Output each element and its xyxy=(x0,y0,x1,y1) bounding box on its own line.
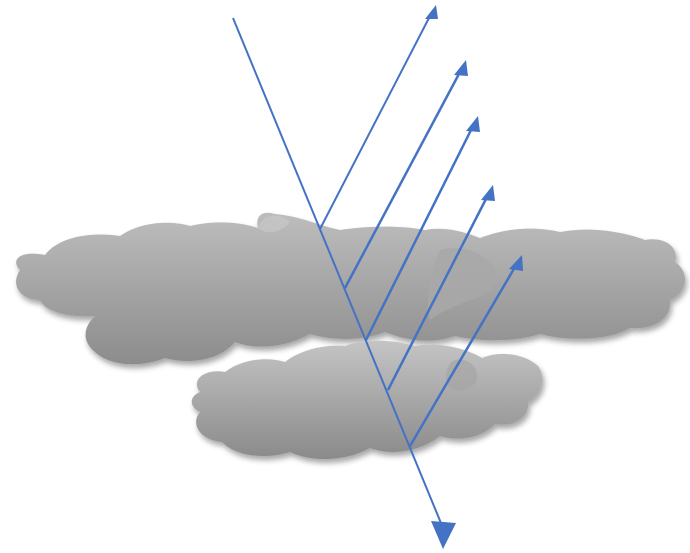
scattered-ray-5 xyxy=(408,255,523,447)
scattered-ray-4 xyxy=(386,185,495,391)
cloud-front xyxy=(191,340,543,460)
scattered-ray-1 xyxy=(319,5,438,230)
cloud-back xyxy=(16,212,686,365)
scattered-ray-3 xyxy=(364,116,480,341)
scattered-ray-2 xyxy=(343,60,468,289)
incident-ray xyxy=(232,17,456,549)
